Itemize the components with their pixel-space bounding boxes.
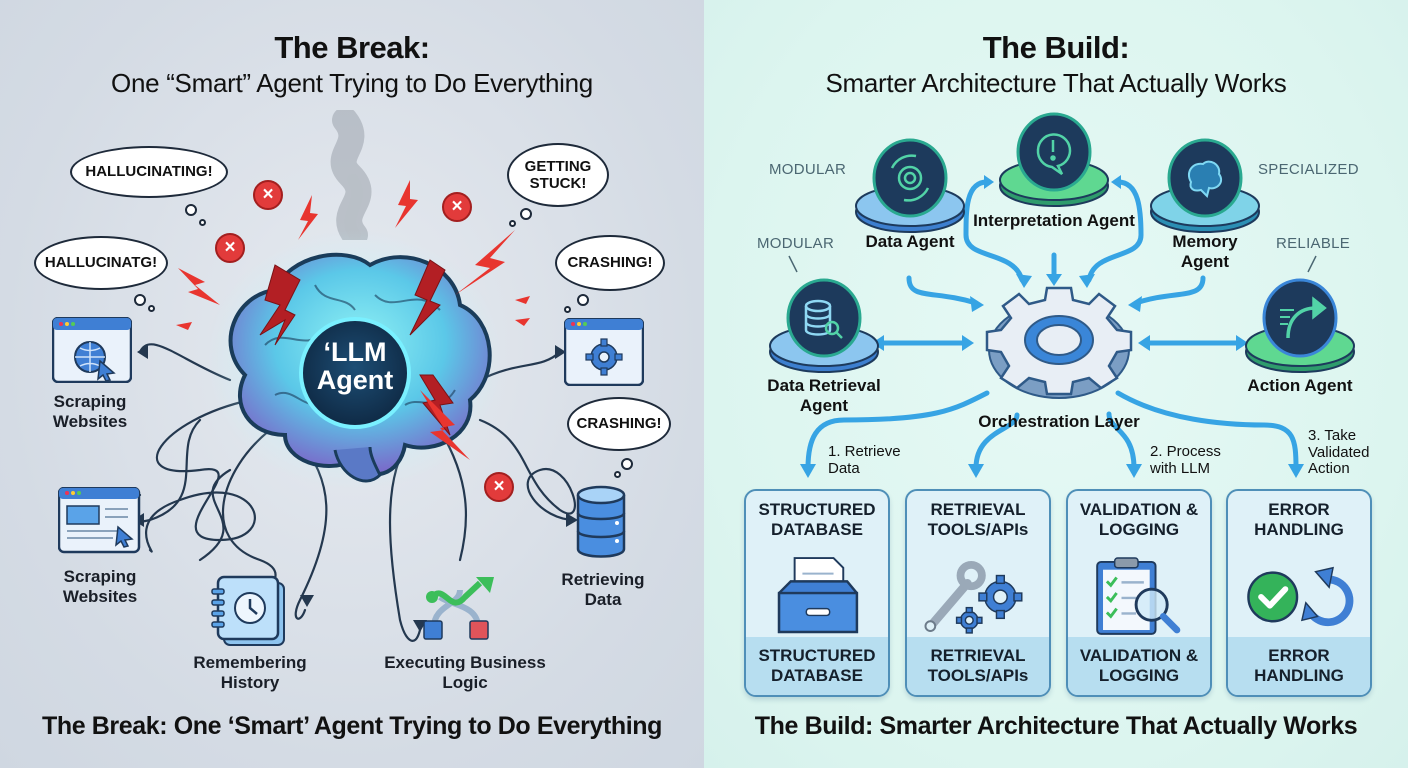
card-footer: STRUCTURED DATABASE bbox=[746, 637, 888, 695]
globe-browser-icon bbox=[52, 317, 132, 383]
database-search-icon bbox=[804, 299, 843, 339]
file-drawer-icon bbox=[777, 557, 859, 634]
forward-arrow-icon bbox=[1280, 296, 1327, 339]
error-x-icon: × bbox=[442, 192, 472, 222]
action-agent-node bbox=[1245, 278, 1355, 373]
interpretation-agent-node bbox=[999, 112, 1109, 207]
bubble-dot bbox=[577, 294, 589, 306]
error-x-icon: × bbox=[484, 472, 514, 502]
alert-chat-icon bbox=[1036, 133, 1072, 176]
flow-branch-icon bbox=[423, 577, 494, 640]
bubble-dot bbox=[621, 458, 633, 470]
card-title: STRUCTURED DATABASE bbox=[758, 500, 876, 539]
ai-swirl-icon bbox=[890, 154, 930, 202]
bubble-dot bbox=[509, 220, 516, 227]
error-x-icon: × bbox=[215, 233, 245, 263]
task-label-remembering-history: Remembering History bbox=[193, 653, 307, 693]
card-validation-logging: VALIDATION & LOGGING VALIDATION & LOGGIN… bbox=[1066, 489, 1212, 697]
thought-bubble-hallucinating: HALLUCINATING! bbox=[70, 146, 228, 198]
bubble-dot bbox=[564, 306, 571, 313]
build-footer: The Build: Smarter Architecture That Act… bbox=[754, 712, 1358, 740]
thought-bubble-getting-stuck: GETTING STUCK! bbox=[507, 143, 609, 207]
break-panel: The Break: One “Smart” Agent Trying to D… bbox=[0, 0, 704, 768]
card-structured-database: STRUCTURED DATABASE STRUCTURED DATABASE bbox=[744, 489, 890, 697]
tag-modular-2: MODULAR bbox=[757, 235, 835, 252]
build-subtitle: Smarter Architecture That Actually Works bbox=[825, 68, 1287, 98]
flow-arrows bbox=[800, 175, 1304, 478]
break-title: The Break: bbox=[274, 30, 430, 65]
brain-icon bbox=[205, 230, 505, 490]
bubble-dot bbox=[520, 208, 532, 220]
step-1-label: 1. Retrieve Data bbox=[828, 443, 901, 477]
database-icon bbox=[576, 485, 626, 558]
card-title: VALIDATION & LOGGING bbox=[1079, 500, 1199, 539]
tag-reliable: RELIABLE bbox=[1276, 235, 1351, 252]
step-3-label: 3. Take Validated Action bbox=[1308, 427, 1370, 477]
card-retrieval-tools: RETRIEVAL TOOLS/APIs RETRIEVAL TOOLS/API… bbox=[905, 489, 1051, 697]
agent-label-data: Data Agent bbox=[865, 232, 955, 251]
tag-tick bbox=[788, 255, 798, 273]
bubble-dot bbox=[134, 294, 146, 306]
core-label-line1: ‘LLM bbox=[323, 337, 387, 367]
data-agent-node bbox=[855, 138, 965, 233]
card-title: ERROR HANDLING bbox=[1254, 500, 1344, 539]
tag-modular: MODULAR bbox=[769, 161, 847, 178]
tag-specialized: SPECIALIZED bbox=[1258, 161, 1359, 178]
task-label-scraping-websites-2: Scraping Websites bbox=[62, 567, 138, 607]
brain-icon bbox=[1187, 160, 1223, 198]
card-title: RETRIEVAL TOOLS/APIs bbox=[927, 500, 1029, 539]
agent-label-action: Action Agent bbox=[1247, 376, 1353, 395]
task-label-executing-business-logic: Executing Business Logic bbox=[384, 653, 546, 693]
card-footer: VALIDATION & LOGGING bbox=[1068, 637, 1210, 695]
smoke-icon bbox=[330, 110, 372, 240]
task-label-retrieving-data: Retrieving Data bbox=[561, 570, 645, 610]
thought-bubble-hallucinatg: HALLUCINATG! bbox=[34, 236, 168, 290]
build-panel: The Build: Smarter Architecture That Act… bbox=[704, 0, 1408, 768]
webpage-cursor-icon bbox=[58, 487, 141, 554]
task-label-scraping-websites: Scraping Websites bbox=[52, 392, 128, 432]
memory-agent-node bbox=[1150, 138, 1260, 233]
card-footer: ERROR HANDLING bbox=[1228, 637, 1370, 695]
error-x-icon: × bbox=[253, 180, 283, 210]
agent-label-interpretation: Interpretation Agent bbox=[973, 211, 1135, 230]
history-notebook-icon bbox=[211, 575, 285, 646]
llm-agent-core-label: ‘LLM Agent bbox=[305, 338, 405, 395]
bubble-dot bbox=[185, 204, 197, 216]
check-retry-icon bbox=[1247, 566, 1354, 627]
card-footer: RETRIEVAL TOOLS/APIs bbox=[907, 637, 1049, 695]
core-label-line2: Agent bbox=[316, 365, 394, 396]
tag-tick bbox=[1307, 255, 1317, 273]
step-2-label: 2. Process with LLM bbox=[1150, 443, 1221, 477]
agent-label-memory: Memory Agent bbox=[1172, 232, 1238, 271]
bubble-dot bbox=[199, 219, 206, 226]
bubble-dot bbox=[614, 471, 621, 478]
lightning-bolts bbox=[176, 180, 530, 460]
break-subtitle: One “Smart” Agent Trying to Do Everythin… bbox=[111, 68, 593, 98]
checklist-magnifier-icon bbox=[1096, 557, 1181, 635]
orchestration-layer-label: Orchestration Layer bbox=[978, 412, 1140, 431]
build-title: The Build: bbox=[982, 30, 1130, 65]
card-error-handling: ERROR HANDLING ERROR HANDLING bbox=[1226, 489, 1372, 697]
wrench-gears-icon bbox=[924, 560, 1023, 634]
break-footer: The Break: One ‘Smart’ Agent Trying to D… bbox=[41, 712, 663, 740]
settings-window-icon bbox=[564, 318, 644, 386]
bubble-dot bbox=[148, 305, 155, 312]
thought-bubble-crashing: CRASHING! bbox=[555, 235, 665, 291]
agent-label-data-retrieval: Data Retrieval Agent bbox=[767, 376, 881, 415]
orchestration-gear-icon bbox=[985, 286, 1133, 399]
data-retrieval-agent-node bbox=[769, 278, 879, 373]
thought-bubble-crashing-2: CRASHING! bbox=[567, 397, 671, 451]
